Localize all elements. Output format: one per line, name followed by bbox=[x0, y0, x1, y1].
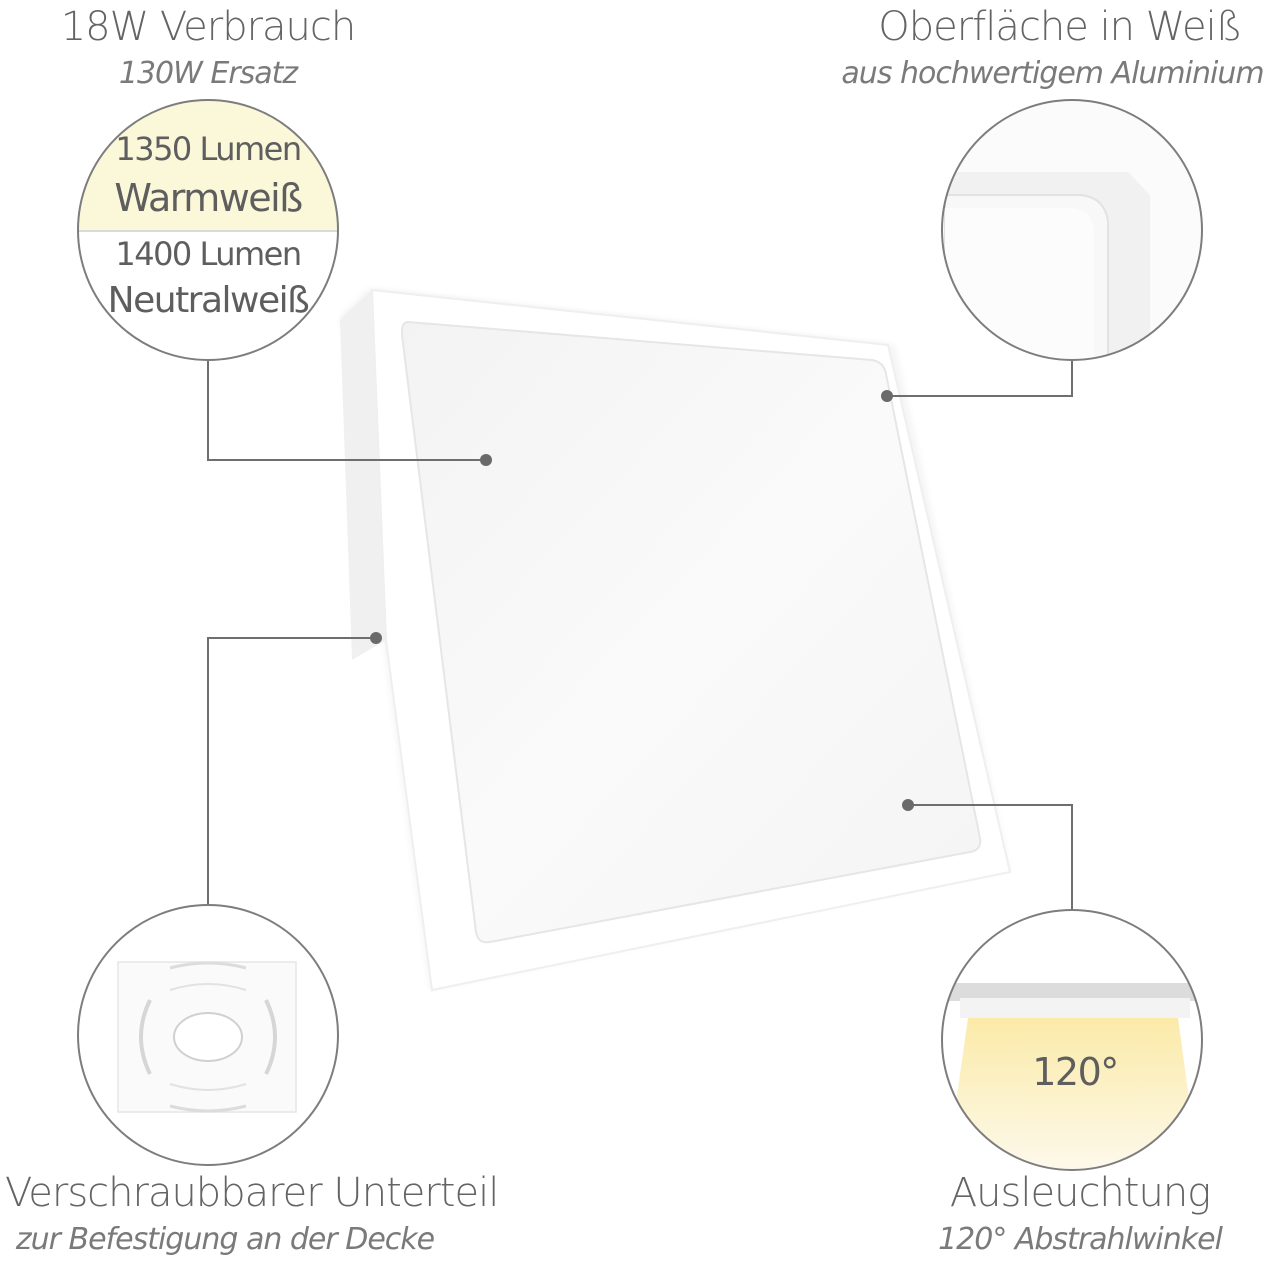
connector-beam bbox=[908, 804, 1073, 910]
power-subtitle: 130W Ersatz bbox=[118, 56, 298, 91]
beam-angle-circle bbox=[941, 909, 1203, 1171]
mount-title: Verschraubbarer Unterteil bbox=[5, 1170, 499, 1216]
warm-lumen-label: 1350 Lumen bbox=[115, 130, 302, 168]
neutral-color-label: Neutralweiß bbox=[107, 280, 310, 321]
beam-angle-label: 120° bbox=[1032, 1050, 1119, 1094]
beam-title: Ausleuchtung bbox=[949, 1170, 1211, 1216]
surface-title: Oberfläche in Weiß bbox=[878, 4, 1242, 50]
led-panel-illustration bbox=[340, 288, 1012, 992]
dot-mount bbox=[370, 632, 382, 644]
dot-surface bbox=[881, 390, 893, 402]
connector-surface bbox=[887, 360, 1073, 397]
neutral-lumen-label: 1400 Lumen bbox=[115, 235, 302, 273]
surface-detail-circle bbox=[941, 99, 1203, 361]
connector-mount bbox=[207, 637, 376, 905]
power-title: 18W Verbrauch bbox=[60, 4, 357, 50]
connector-power bbox=[207, 360, 486, 461]
connector-dots bbox=[370, 390, 914, 811]
dot-power bbox=[480, 454, 492, 466]
mounting-plate-circle bbox=[77, 904, 339, 1166]
connector-lines bbox=[207, 360, 1073, 910]
dot-beam bbox=[902, 799, 914, 811]
mount-subtitle: zur Befestigung an der Decke bbox=[15, 1222, 435, 1257]
beam-subtitle: 120° Abstrahlwinkel bbox=[938, 1222, 1223, 1257]
surface-subtitle: aus hochwertigem Aluminium bbox=[841, 56, 1264, 91]
warm-color-label: Warmweiß bbox=[114, 176, 303, 220]
